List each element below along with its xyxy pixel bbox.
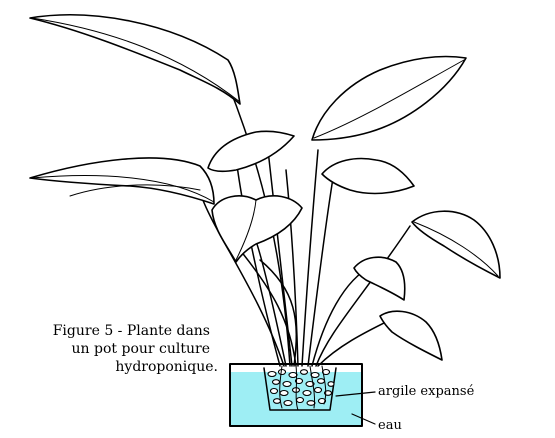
leaf-center-heart	[212, 196, 302, 262]
caption-line-1: Figure 5 - Plante dans	[53, 322, 210, 340]
leaf-lower-right	[380, 311, 442, 360]
leaf-top-left	[30, 15, 240, 104]
leaf-top-right	[312, 57, 466, 141]
label-clay: argile expansé	[378, 384, 474, 399]
caption-line-2: un pot pour culture	[72, 340, 210, 358]
leaf-far-right	[412, 211, 500, 278]
leaf-mid-left	[208, 131, 294, 171]
leaf-right-middle	[322, 159, 414, 194]
label-water: eau	[378, 418, 402, 433]
leaf-left-long	[30, 158, 214, 204]
caption-line-3: hydroponique.	[115, 358, 218, 376]
